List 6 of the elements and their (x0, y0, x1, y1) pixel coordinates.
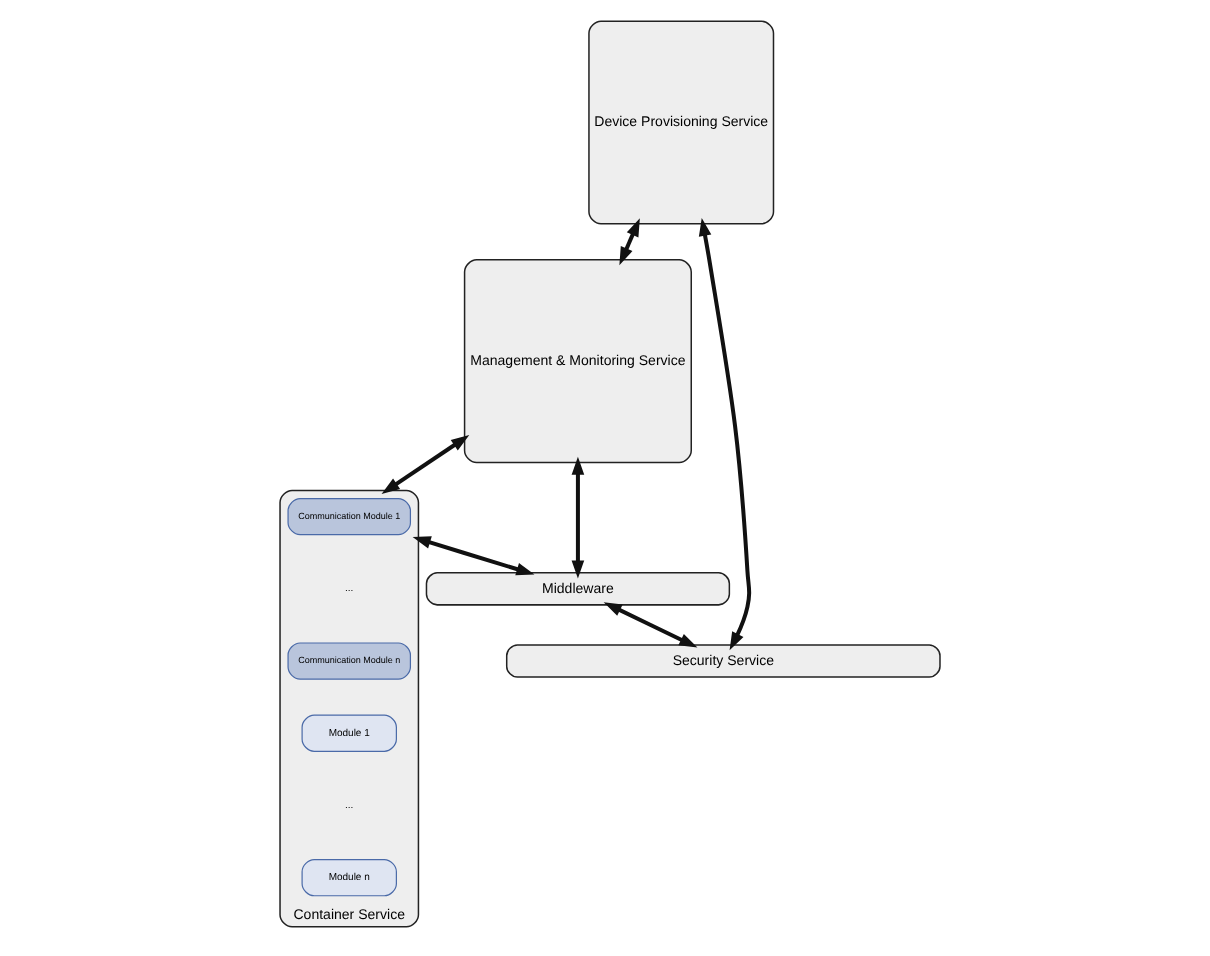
arrow (380, 435, 469, 494)
arrow (602, 602, 697, 648)
arrow (570, 456, 584, 579)
arrow (411, 536, 534, 576)
arrow (618, 218, 639, 266)
arrow (697, 217, 751, 651)
